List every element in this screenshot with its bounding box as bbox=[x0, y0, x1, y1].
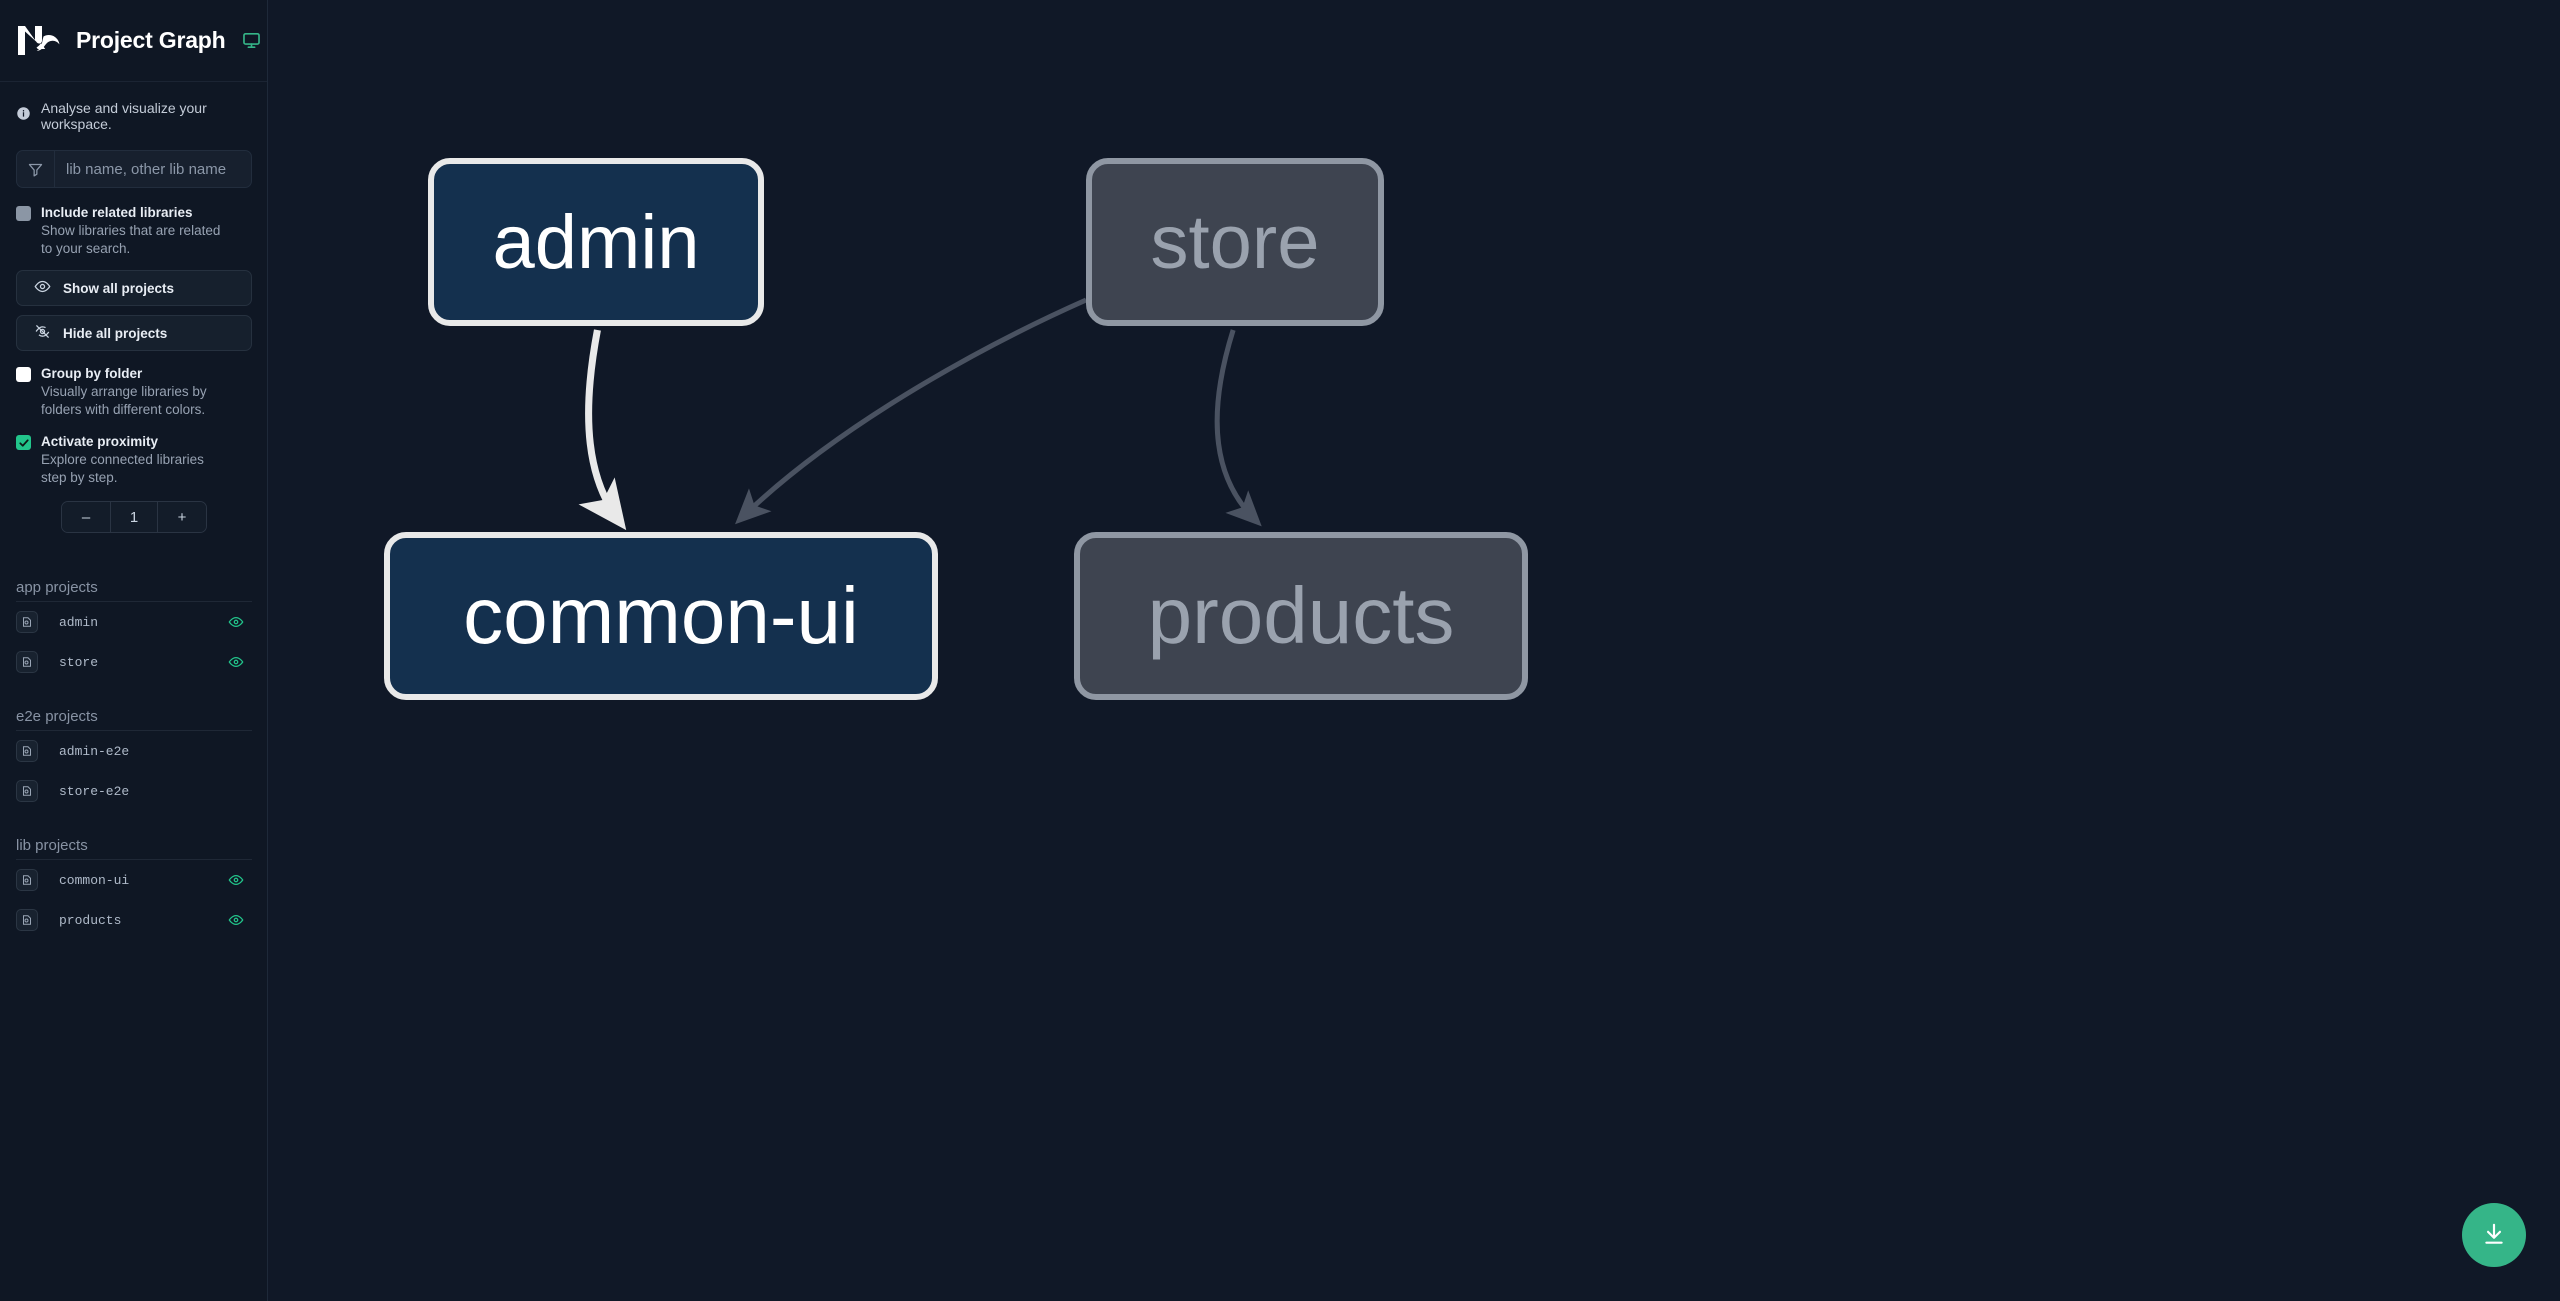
info-icon bbox=[16, 106, 32, 126]
node-label: store bbox=[1150, 199, 1320, 285]
project-row-store[interactable]: store bbox=[16, 642, 252, 682]
option-title: Activate proximity bbox=[41, 434, 159, 449]
nx-logo-icon bbox=[16, 22, 60, 60]
tagline-text: Analyse and visualize your workspace. bbox=[41, 100, 207, 132]
project-icon bbox=[16, 740, 38, 762]
project-visibility-eye-icon[interactable] bbox=[228, 654, 244, 670]
download-icon bbox=[2481, 1221, 2507, 1250]
project-name: admin bbox=[59, 614, 99, 630]
graph-canvas[interactable]: admin store common-ui products bbox=[268, 0, 2560, 1301]
sidebar-header: Project Graph bbox=[0, 0, 267, 82]
project-name: admin-e2e bbox=[59, 743, 130, 759]
project-visibility-eye-icon[interactable] bbox=[228, 614, 244, 630]
project-row-common-ui[interactable]: common-ui bbox=[16, 860, 252, 900]
project-icon bbox=[16, 651, 38, 673]
search-input[interactable] bbox=[55, 151, 251, 187]
option-title: Include related libraries bbox=[41, 205, 193, 220]
project-name: common-ui bbox=[59, 872, 130, 888]
project-visibility-eye-icon[interactable] bbox=[228, 872, 244, 888]
proximity-increment-button[interactable]: + bbox=[158, 502, 206, 532]
group-title: lib projects bbox=[16, 837, 252, 860]
project-row-admin[interactable]: admin bbox=[16, 602, 252, 642]
filter-funnel-icon bbox=[17, 151, 55, 187]
project-name: store-e2e bbox=[59, 783, 130, 799]
show-all-projects-button[interactable]: Show all projects bbox=[16, 270, 252, 306]
search-row bbox=[0, 142, 267, 188]
eye-icon bbox=[34, 278, 51, 298]
project-icon bbox=[16, 909, 38, 931]
group-app-projects: app projects admin bbox=[0, 579, 267, 682]
node-label: admin bbox=[492, 199, 700, 285]
option-description: Show libraries that are related to your … bbox=[41, 223, 221, 256]
group-title: e2e projects bbox=[16, 708, 252, 731]
checkbox-group-by-folder[interactable] bbox=[16, 367, 31, 382]
sidebar-tagline: Analyse and visualize your workspace. bbox=[0, 82, 267, 142]
option-activate-proximity[interactable]: Activate proximity Explore connected lib… bbox=[0, 419, 267, 487]
graph-node-products[interactable]: products bbox=[1074, 532, 1528, 700]
option-include-related-libraries[interactable]: Include related libraries Show libraries… bbox=[0, 188, 267, 258]
option-group-by-folder[interactable]: Group by folder Visually arrange librari… bbox=[0, 351, 267, 419]
proximity-decrement-button[interactable]: – bbox=[62, 502, 110, 532]
project-row-store-e2e[interactable]: store-e2e bbox=[16, 771, 252, 811]
edge-admin-to-common-ui bbox=[578, 329, 627, 531]
download-graph-button[interactable] bbox=[2462, 1203, 2526, 1267]
graph-node-store[interactable]: store bbox=[1086, 158, 1384, 326]
edge-store-to-products bbox=[1214, 329, 1262, 527]
eye-off-icon bbox=[34, 323, 51, 343]
proximity-value: 1 bbox=[110, 502, 158, 532]
project-name: store bbox=[59, 654, 99, 670]
node-label: products bbox=[1147, 571, 1455, 660]
option-description: Explore connected libraries step by step… bbox=[41, 452, 204, 485]
option-title: Group by folder bbox=[41, 366, 143, 381]
graph-node-admin[interactable]: admin bbox=[428, 158, 764, 326]
project-row-products[interactable]: products bbox=[16, 900, 252, 940]
proximity-stepper-wrap: – 1 + bbox=[0, 487, 267, 533]
sidebar-scroll-area[interactable]: Project Graph Analy bbox=[0, 0, 267, 1301]
project-row-admin-e2e[interactable]: admin-e2e bbox=[16, 731, 252, 771]
project-icon bbox=[16, 780, 38, 802]
visibility-buttons: Show all projects Hide all projects bbox=[0, 258, 267, 351]
search-box[interactable] bbox=[16, 150, 252, 188]
graph-edges bbox=[578, 297, 1262, 531]
page-title: Project Graph bbox=[76, 27, 226, 53]
checkbox-activate-proximity[interactable] bbox=[16, 435, 31, 450]
project-icon bbox=[16, 869, 38, 891]
node-label: common-ui bbox=[463, 571, 859, 660]
checkbox-include-related-libraries[interactable] bbox=[16, 206, 31, 221]
monitor-icon[interactable] bbox=[242, 31, 261, 50]
project-name: products bbox=[59, 912, 122, 928]
edge-store-to-common-ui bbox=[735, 297, 1088, 525]
group-lib-projects: lib projects common-ui bbox=[0, 837, 267, 940]
hide-all-projects-button[interactable]: Hide all projects bbox=[16, 315, 252, 351]
proximity-stepper[interactable]: – 1 + bbox=[61, 501, 207, 533]
hide-all-projects-label: Hide all projects bbox=[63, 325, 168, 341]
project-visibility-eye-icon[interactable] bbox=[228, 912, 244, 928]
sidebar: Project Graph Analy bbox=[0, 0, 268, 1301]
show-all-projects-label: Show all projects bbox=[63, 280, 175, 296]
project-icon bbox=[16, 611, 38, 633]
group-e2e-projects: e2e projects admin-e2e stor bbox=[0, 708, 267, 811]
graph-node-common-ui[interactable]: common-ui bbox=[384, 532, 938, 700]
option-description: Visually arrange libraries by folders wi… bbox=[41, 384, 207, 417]
group-title: app projects bbox=[16, 579, 252, 602]
